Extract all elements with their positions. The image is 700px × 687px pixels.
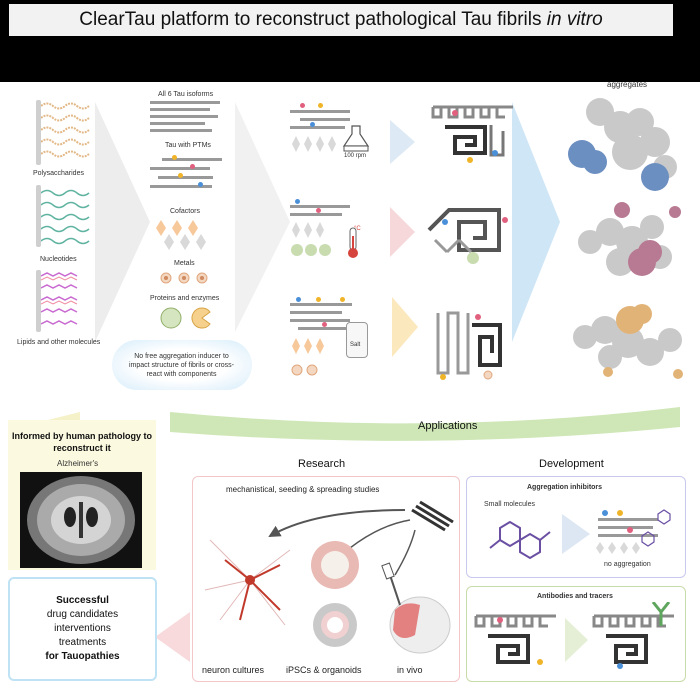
ptms-label: Tau with PTMs: [165, 142, 211, 149]
outcome-line3: interventions: [54, 623, 111, 634]
neuron-label: neuron cultures: [202, 665, 265, 675]
isoforms-label: All 6 Tau isoforms: [158, 91, 214, 98]
metal-ions: [160, 272, 208, 284]
inhibitors-label: Aggregation inhibitors: [527, 484, 603, 491]
outcome-box: [8, 577, 157, 681]
brain-mri-image: [20, 472, 142, 568]
outcome-line1: Successful: [56, 595, 109, 606]
no-aggregation-label: no aggregation: [604, 561, 651, 568]
note-text: No free aggregation inducer to impact st…: [128, 353, 235, 378]
research-box: [192, 476, 460, 682]
informed-text: Informed by human pathology to reconstru…: [12, 431, 152, 453]
title-italic: in vitro: [546, 9, 603, 30]
lipids-label: Lipids and other molecules: [17, 339, 101, 346]
cofactor-diamonds: [156, 220, 206, 250]
outcome-text: Successful drug candidates interventions…: [8, 594, 157, 664]
aggregate-images: [568, 98, 683, 379]
ipsc-label: iPSCs & organoids: [286, 665, 362, 675]
rpm-label: 100 rpm: [344, 153, 367, 159]
development-header: Development: [539, 458, 604, 470]
nucleotides-label: Nucleotides: [40, 256, 77, 263]
antibodies-box: [466, 586, 686, 682]
fibril-structure-2: [427, 208, 508, 264]
condition2-shapes: [291, 222, 331, 256]
shaker-flask-icon: [342, 125, 370, 152]
metals-label: Metals: [174, 260, 195, 267]
page-title: ClearTau platform to reconstruct patholo…: [9, 4, 673, 36]
salt-shaker-icon: [346, 322, 368, 358]
protein-shapes: [160, 307, 211, 329]
small-molecules-label: Small molecules: [484, 501, 535, 508]
antibody-illustration: [474, 602, 674, 669]
thermometer-icon: [348, 227, 358, 258]
fibril-structure-1: [431, 105, 513, 163]
research-illustrations: [204, 500, 454, 654]
background-shapes: [40, 102, 680, 662]
inhibitors-box: [466, 476, 686, 578]
nucleotide-strands: [36, 185, 96, 247]
applications-label: Applications: [418, 420, 478, 432]
polysaccharide-strands: [36, 100, 96, 165]
lipid-strands: [36, 270, 96, 332]
condition3-shapes: [291, 338, 324, 376]
title-main: ClearTau platform to reconstruct patholo…: [79, 9, 547, 30]
cofactors-label: Cofactors: [170, 208, 200, 215]
polysaccharides-label: Polysaccharides: [33, 170, 84, 177]
outcome-line5: for Tauopathies: [45, 651, 120, 662]
proteins-label: Proteins and enzymes: [150, 295, 220, 302]
salt-label: Salt: [350, 342, 361, 348]
temp-label: °C: [354, 226, 361, 232]
antibodies-label: Antibodies and tracers: [537, 593, 613, 600]
fibril-structure-3: [436, 311, 502, 380]
invivo-label: in vivo: [397, 665, 423, 675]
note-bubble: [112, 340, 252, 390]
outcome-line2: drug candidates: [46, 609, 119, 620]
research-subtitle: mechanistical, seeding & spreading studi…: [226, 485, 380, 494]
inhibitor-illustration: [489, 509, 671, 560]
aggregates-label: aggregates: [607, 80, 648, 89]
condition1-diamonds: [292, 136, 336, 152]
outcome-line4: treatments: [58, 637, 107, 648]
alzheimers-label: Alzheimer's: [57, 459, 99, 468]
research-header: Research: [298, 458, 346, 470]
